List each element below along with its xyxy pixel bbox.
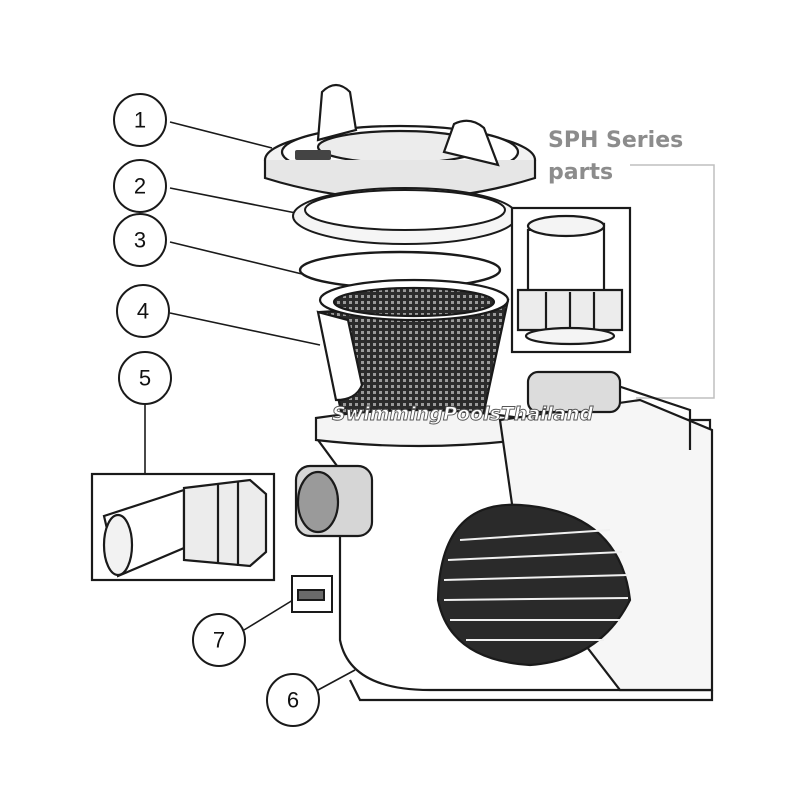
- part-2-plate: [292, 187, 518, 245]
- diagram-title-line-2: parts: [548, 160, 614, 185]
- callout-4: 4: [116, 284, 170, 338]
- callout-label: 4: [137, 299, 149, 324]
- watermark-text: SwimmingPoolsThailand: [332, 403, 594, 425]
- leader-lines: [144, 121, 356, 691]
- callout-label: 1: [134, 108, 146, 133]
- callout-7: 7: [192, 613, 246, 667]
- part-7-drain-plug: [291, 575, 333, 613]
- callout-label: 3: [134, 228, 146, 253]
- part-4-basket: [316, 278, 510, 432]
- callout-2: 2: [113, 159, 167, 213]
- sph-union-inset: [510, 206, 632, 354]
- callout-3: 3: [113, 213, 167, 267]
- callout-1: 1: [113, 93, 167, 147]
- part-1-lid: [263, 83, 537, 201]
- diagram-title-line-1: SPH Series: [548, 128, 684, 153]
- callout-label: 7: [213, 628, 225, 653]
- part-6-pump-housing: [294, 370, 714, 702]
- side-panel-frame: [630, 164, 715, 399]
- callout-label: 6: [287, 688, 299, 713]
- part-5-union-inset: [90, 472, 276, 582]
- callout-label: 5: [139, 366, 151, 391]
- callout-5: 5: [118, 351, 172, 405]
- callout-6: 6: [266, 673, 320, 727]
- callout-label: 2: [134, 174, 146, 199]
